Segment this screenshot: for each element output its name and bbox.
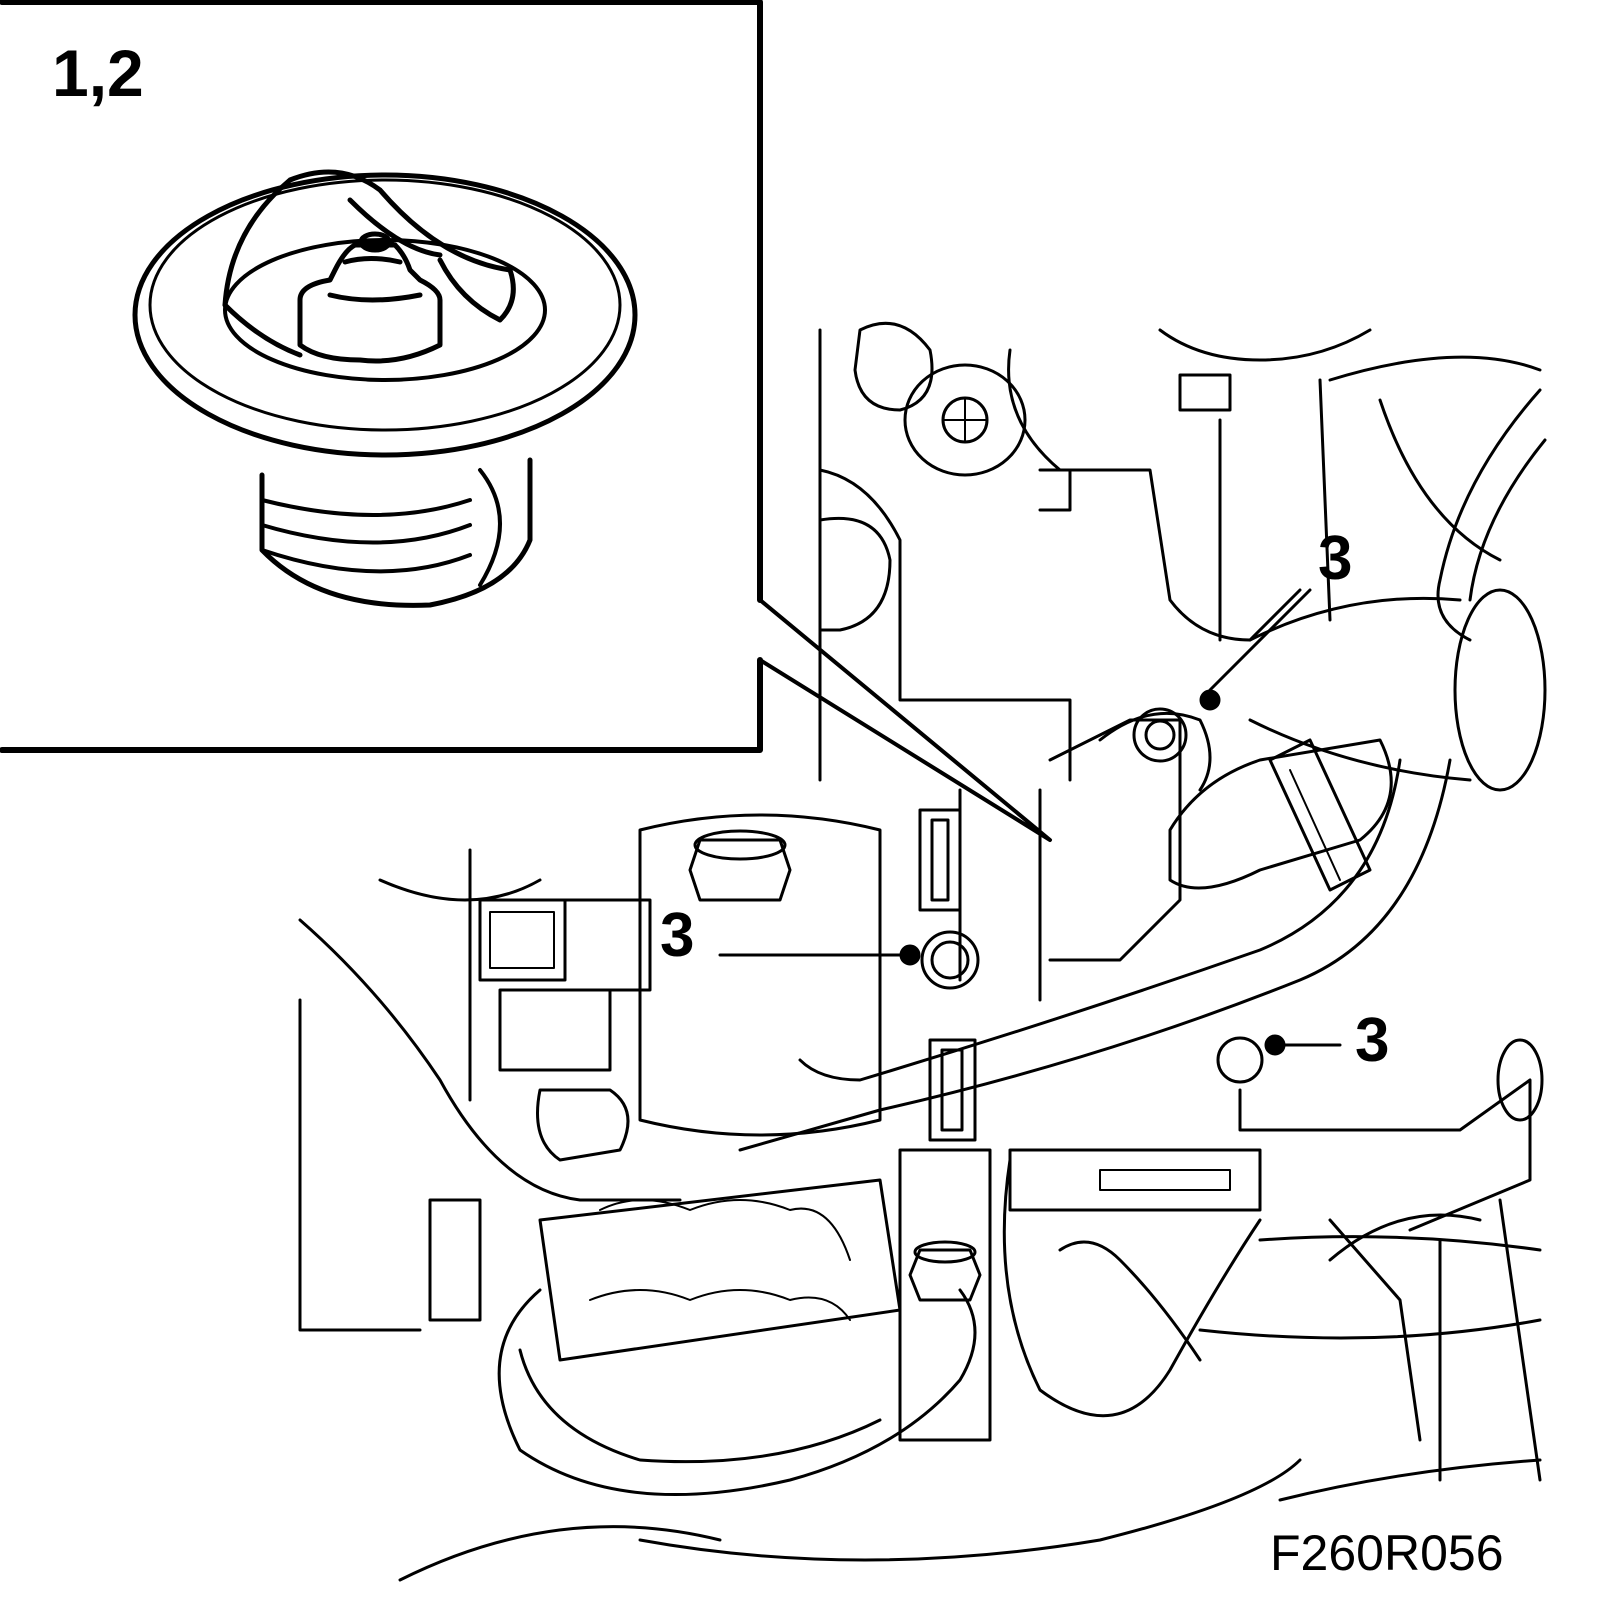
thermostat-flange-inner: [148, 178, 622, 432]
lower-hose-right: [1198, 1235, 1542, 1340]
inset-border: [0, 0, 763, 753]
callout-3-middle: 3: [660, 901, 695, 970]
top-hose: [1158, 328, 1372, 362]
lower-bolt-stack: [898, 1148, 992, 1442]
thermostat-wax-cap: [342, 239, 403, 265]
bolt-hex-a: [688, 838, 792, 902]
left-block: [298, 918, 682, 1202]
hose-clamp-a: [1268, 738, 1372, 892]
top-hose-clip: [1178, 373, 1232, 412]
thermostat-body-right: [478, 468, 502, 587]
upper-block-detail: [853, 321, 934, 412]
upper-right-pipe: [1218, 378, 1332, 642]
lower-bracket-groove: [589, 1199, 851, 1321]
thermostat-pin: [358, 231, 392, 253]
upper-left-bracket: [818, 516, 892, 632]
bolt-mid-core: [930, 940, 970, 980]
upper-bolt-left: [903, 363, 1027, 477]
inset-label: 1,2: [52, 36, 144, 110]
sensor-box-inner: [489, 911, 555, 969]
callout-3-right: 3: [1355, 1006, 1390, 1075]
bolt-hex-b: [908, 1248, 982, 1302]
inset-frame: [0, 0, 763, 753]
left-block-lower: [298, 998, 422, 1332]
bolt-hex-a-top: [693, 829, 787, 861]
wires-top-right: [1436, 388, 1547, 642]
cross-pipe-b: [798, 758, 1402, 1082]
callout-leaders: [718, 588, 1342, 1056]
thermostat-bridge: [222, 169, 516, 323]
bolt-hex-b-top: [913, 1240, 977, 1264]
hose-clamp-band: [1008, 1148, 1262, 1212]
bolt-mid: [920, 930, 980, 990]
upper-right-curve: [1328, 355, 1542, 562]
hose-clamp-b: [1289, 769, 1341, 881]
lower-hose-left-b: [518, 1348, 882, 1464]
mid-bracket: [638, 813, 882, 1137]
thermostat-body-rings: [260, 498, 472, 574]
thermostat-wax-collar: [327, 292, 423, 303]
sensor-body: [498, 898, 652, 1072]
callout-3-top: 3: [1318, 524, 1353, 593]
thermostat-bridge-b: [222, 197, 443, 358]
sensor-box: [478, 898, 567, 982]
cross-pipe: [738, 758, 1452, 1152]
engine-area: [298, 321, 1547, 1582]
lower-hose-left: [497, 1288, 977, 1497]
thermostat-flange: [132, 172, 638, 458]
inset-leader: [758, 598, 1052, 842]
left-hose: [378, 848, 542, 1102]
thermostat-icon: [132, 169, 638, 608]
housing-flange: [1098, 711, 1212, 792]
thermostat-body: [259, 457, 533, 608]
right-lower-port: [1496, 1038, 1544, 1122]
bolt-right: [1216, 1036, 1264, 1084]
lower-bracket: [538, 1178, 902, 1362]
main-hose: [1002, 1158, 1262, 1418]
right-hose-end: [1453, 588, 1547, 792]
bolt-top-core: [1144, 719, 1176, 751]
lower-arc: [398, 1458, 1302, 1582]
lower-left-bolt: [428, 1198, 482, 1322]
connector-upper: [918, 808, 962, 912]
main-hose-b: [1058, 1240, 1202, 1362]
bracket-tab: [1038, 468, 1072, 512]
hose-connector: [1168, 738, 1393, 890]
bolt-top: [1132, 707, 1188, 763]
right-lower-housing: [1238, 1078, 1532, 1232]
right-hose: [1248, 596, 1472, 782]
hose-clamp-slot: [1099, 1169, 1231, 1191]
right-lower-structure: [1278, 1198, 1542, 1502]
upper-block-outline: [818, 328, 1302, 782]
figure-code: F260R056: [1270, 1525, 1504, 1581]
thermostat-wax: [297, 242, 443, 364]
sensor-plug: [536, 1088, 630, 1162]
lower-pipe-right: [1328, 1213, 1482, 1442]
